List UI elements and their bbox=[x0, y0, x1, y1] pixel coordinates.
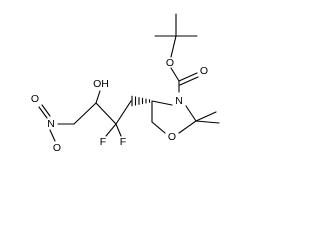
bond-c-o-double-b bbox=[179, 76, 199, 86]
atom-f-2: F bbox=[120, 136, 126, 148]
bond-tbu-o bbox=[170, 35, 177, 58]
bond-n-o-top-a bbox=[38, 106, 48, 119]
bond-o-c2 bbox=[178, 120, 197, 134]
bond-choh-oh bbox=[95, 90, 101, 104]
bond-c2-me-1 bbox=[195, 111, 217, 122]
atom-o-nitro-top: O bbox=[31, 93, 39, 105]
atom-n-nitro: N bbox=[47, 118, 55, 130]
bond-c2-me-2 bbox=[195, 120, 220, 124]
bond-ch2-cf2 bbox=[115, 100, 132, 125]
bond-c-o-double-a bbox=[178, 72, 198, 82]
bond-n-c4 bbox=[151, 100, 173, 106]
atom-o-carbonyl: O bbox=[200, 65, 208, 77]
bonds bbox=[38, 13, 220, 142]
atom-n-ring: N bbox=[175, 95, 183, 107]
bond-c4-ch2-hashed bbox=[131, 95, 151, 107]
bond-c5-o bbox=[151, 121, 166, 134]
bond-o-carbonyl-c bbox=[170, 67, 180, 82]
structure-diagram: O O N O OH F F O N O bbox=[31, 13, 220, 154]
bond-cf2-f2 bbox=[115, 123, 122, 137]
atom-o-ester: O bbox=[166, 57, 174, 69]
atom-oh: OH bbox=[93, 78, 109, 90]
bond-n-c2 bbox=[185, 105, 197, 122]
bond-cf2-f1 bbox=[105, 123, 117, 137]
bond-cf2-choh bbox=[95, 102, 117, 125]
atom-f-1: F bbox=[100, 136, 106, 148]
bond-n-o-top-b bbox=[41, 104, 51, 117]
atom-labels: O O N O OH F F O N O bbox=[31, 57, 208, 154]
bond-choh-ch2 bbox=[73, 102, 97, 125]
atom-o-nitro-bottom: O bbox=[53, 142, 61, 154]
atom-o-ring: O bbox=[168, 131, 176, 143]
bond-n-o-bottom bbox=[49, 129, 56, 142]
